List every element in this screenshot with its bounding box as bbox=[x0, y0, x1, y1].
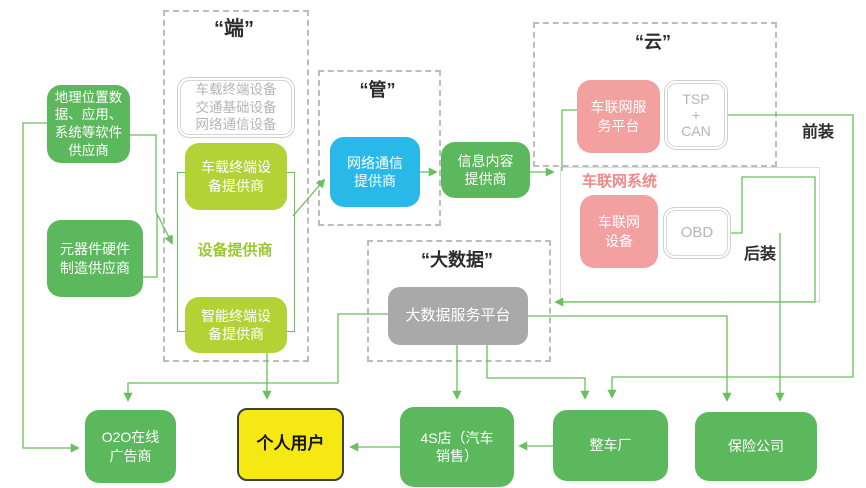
telematics-system-label: 车联网系统 bbox=[582, 173, 658, 190]
node-automaker: 整车厂 bbox=[553, 410, 668, 481]
node-vehicle-terminal-provider: 车载终端设 备提供商 bbox=[185, 143, 287, 210]
front-install-label: 前装 bbox=[802, 124, 835, 141]
node-telematics-service-platform: 车联网服 务平台 bbox=[577, 80, 660, 153]
node-tsp-can: TSP + CAN bbox=[664, 80, 728, 150]
node-telematics-device: 车联网 设备 bbox=[580, 195, 658, 268]
node-smart-terminal-provider: 智能终端设 备提供商 bbox=[185, 297, 287, 353]
node-bigdata-platform: 大数据服务平台 bbox=[388, 287, 528, 345]
cloud-group-title: “云” bbox=[635, 32, 671, 52]
node-geo-software-supplier: 地理位置数 据、应用、 系统等软件 供应商 bbox=[47, 85, 130, 163]
node-4s-dealer: 4S店（汽车 销售） bbox=[400, 407, 514, 487]
arrow-bigdata-to-insurance bbox=[528, 315, 732, 402]
node-network-comm-provider: 网络通信 提供商 bbox=[330, 137, 420, 207]
pipe-group-box bbox=[318, 70, 441, 226]
pipe-group-title: “管” bbox=[359, 80, 396, 100]
rear-install-label: 后装 bbox=[744, 246, 777, 263]
node-personal-user: 个人用户 bbox=[237, 408, 344, 481]
device-provider-label: 设备提供商 bbox=[197, 242, 273, 259]
line-component-to-junction bbox=[143, 214, 158, 278]
node-obd: OBD bbox=[663, 207, 731, 259]
bigdata-group-box bbox=[367, 240, 551, 362]
bigdata-group-title: “大数据” bbox=[421, 250, 493, 270]
terminal-group-title: “端” bbox=[214, 18, 254, 40]
node-insurance-company: 保险公司 bbox=[695, 412, 817, 481]
node-component-supplier: 元器件硬件 制造供应商 bbox=[47, 220, 143, 297]
node-infrastructure-devices: 车载终端设备 交通基础设备 网络通信设备 bbox=[177, 77, 295, 138]
node-info-content-provider: 信息内容 提供商 bbox=[441, 142, 530, 198]
node-o2o-advertiser: O2O在线 广告商 bbox=[85, 410, 176, 483]
